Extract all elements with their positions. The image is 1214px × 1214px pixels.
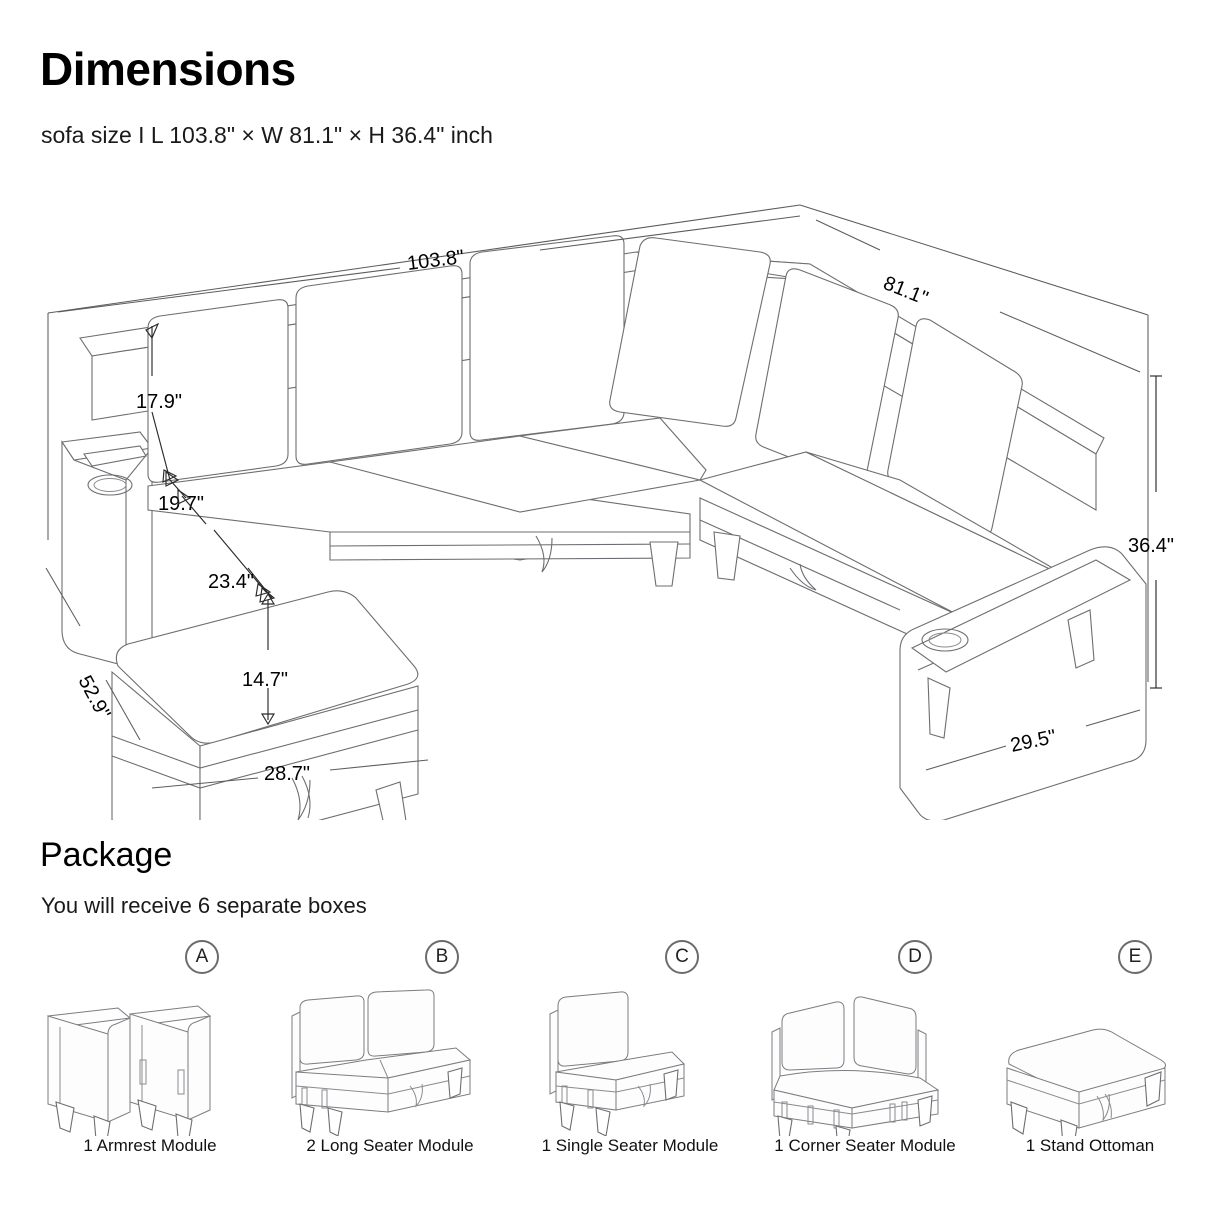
- dimension-chaise-width: 28.7": [151, 759, 429, 789]
- dimension-seat-height: 14.7": [242, 592, 288, 726]
- left-armrest-module-drawing: [61, 431, 153, 667]
- package-caption-ottoman: 1 Stand Ottoman: [1025, 1136, 1155, 1155]
- package-caption-corner-seater: 1 Corner Seater Module: [774, 1136, 956, 1155]
- dimension-label-left-depth: 52.9": [74, 672, 115, 723]
- back-cushion-row-left: [79, 235, 813, 483]
- chaise-seat-block: [111, 590, 419, 820]
- sofa-size-subtitle: sofa size I L 103.8" × W 81.1" × H 36.4"…: [41, 122, 493, 148]
- right-seat-block: [698, 451, 1147, 820]
- seat-platform-left: [147, 417, 707, 573]
- sofa-legs: [375, 531, 1095, 820]
- single-seater-module-icon: [520, 986, 740, 1141]
- dimension-overall-height: 36.4": [1128, 375, 1174, 689]
- dimension-label-chaise-width: 28.7": [264, 763, 310, 785]
- package-caption-armrest: 1 Armrest Module: [83, 1136, 217, 1155]
- dimension-label-chaise-depth: 23.4": [208, 571, 254, 593]
- stand-ottoman-icon: [985, 986, 1195, 1153]
- back-cushion-row-right: [609, 237, 1105, 536]
- dimension-label-back-cushion-height: 17.9": [136, 391, 182, 413]
- package-title: Package: [40, 836, 173, 874]
- dimension-label-overall-height: 36.4": [1128, 535, 1174, 557]
- cup-holder-recess: [83, 445, 147, 467]
- dimension-chaise-depth: 23.4": [177, 488, 276, 603]
- long-seater-module-icon: [270, 986, 510, 1141]
- package-contents-row: A 1 Armrest Module: [0, 940, 1214, 1170]
- package-subtitle: You will receive 6 separate boxes: [41, 893, 367, 918]
- package-badge-c: C: [665, 940, 699, 974]
- dimension-back-cushion-height: 17.9": [136, 322, 182, 483]
- page-title: Dimensions: [40, 43, 296, 95]
- perspective-guide-lines: [47, 204, 1149, 682]
- package-caption-long-seater: 2 Long Seater Module: [306, 1136, 474, 1155]
- cup-holder-icon-right: [921, 628, 969, 652]
- dimension-label-seat-height: 14.7": [242, 669, 288, 691]
- corner-seater-module-icon: [750, 986, 980, 1155]
- sofa-dimension-diagram: 103.8" 81.1" 36.4" 17.9" 19.7" 23.4": [0, 180, 1214, 820]
- package-badge-e: E: [1118, 940, 1152, 974]
- cup-holder-icon: [87, 474, 133, 496]
- package-caption-single-seater: 1 Single Seater Module: [541, 1136, 719, 1155]
- armrest-module-icon: [30, 986, 270, 1147]
- package-badge-b: B: [425, 940, 459, 974]
- dimension-seat-to-back: 19.7": [158, 470, 272, 597]
- package-badge-a: A: [185, 940, 219, 974]
- dimension-label-seat-to-back: 19.7": [158, 493, 204, 515]
- package-badge-d: D: [898, 940, 932, 974]
